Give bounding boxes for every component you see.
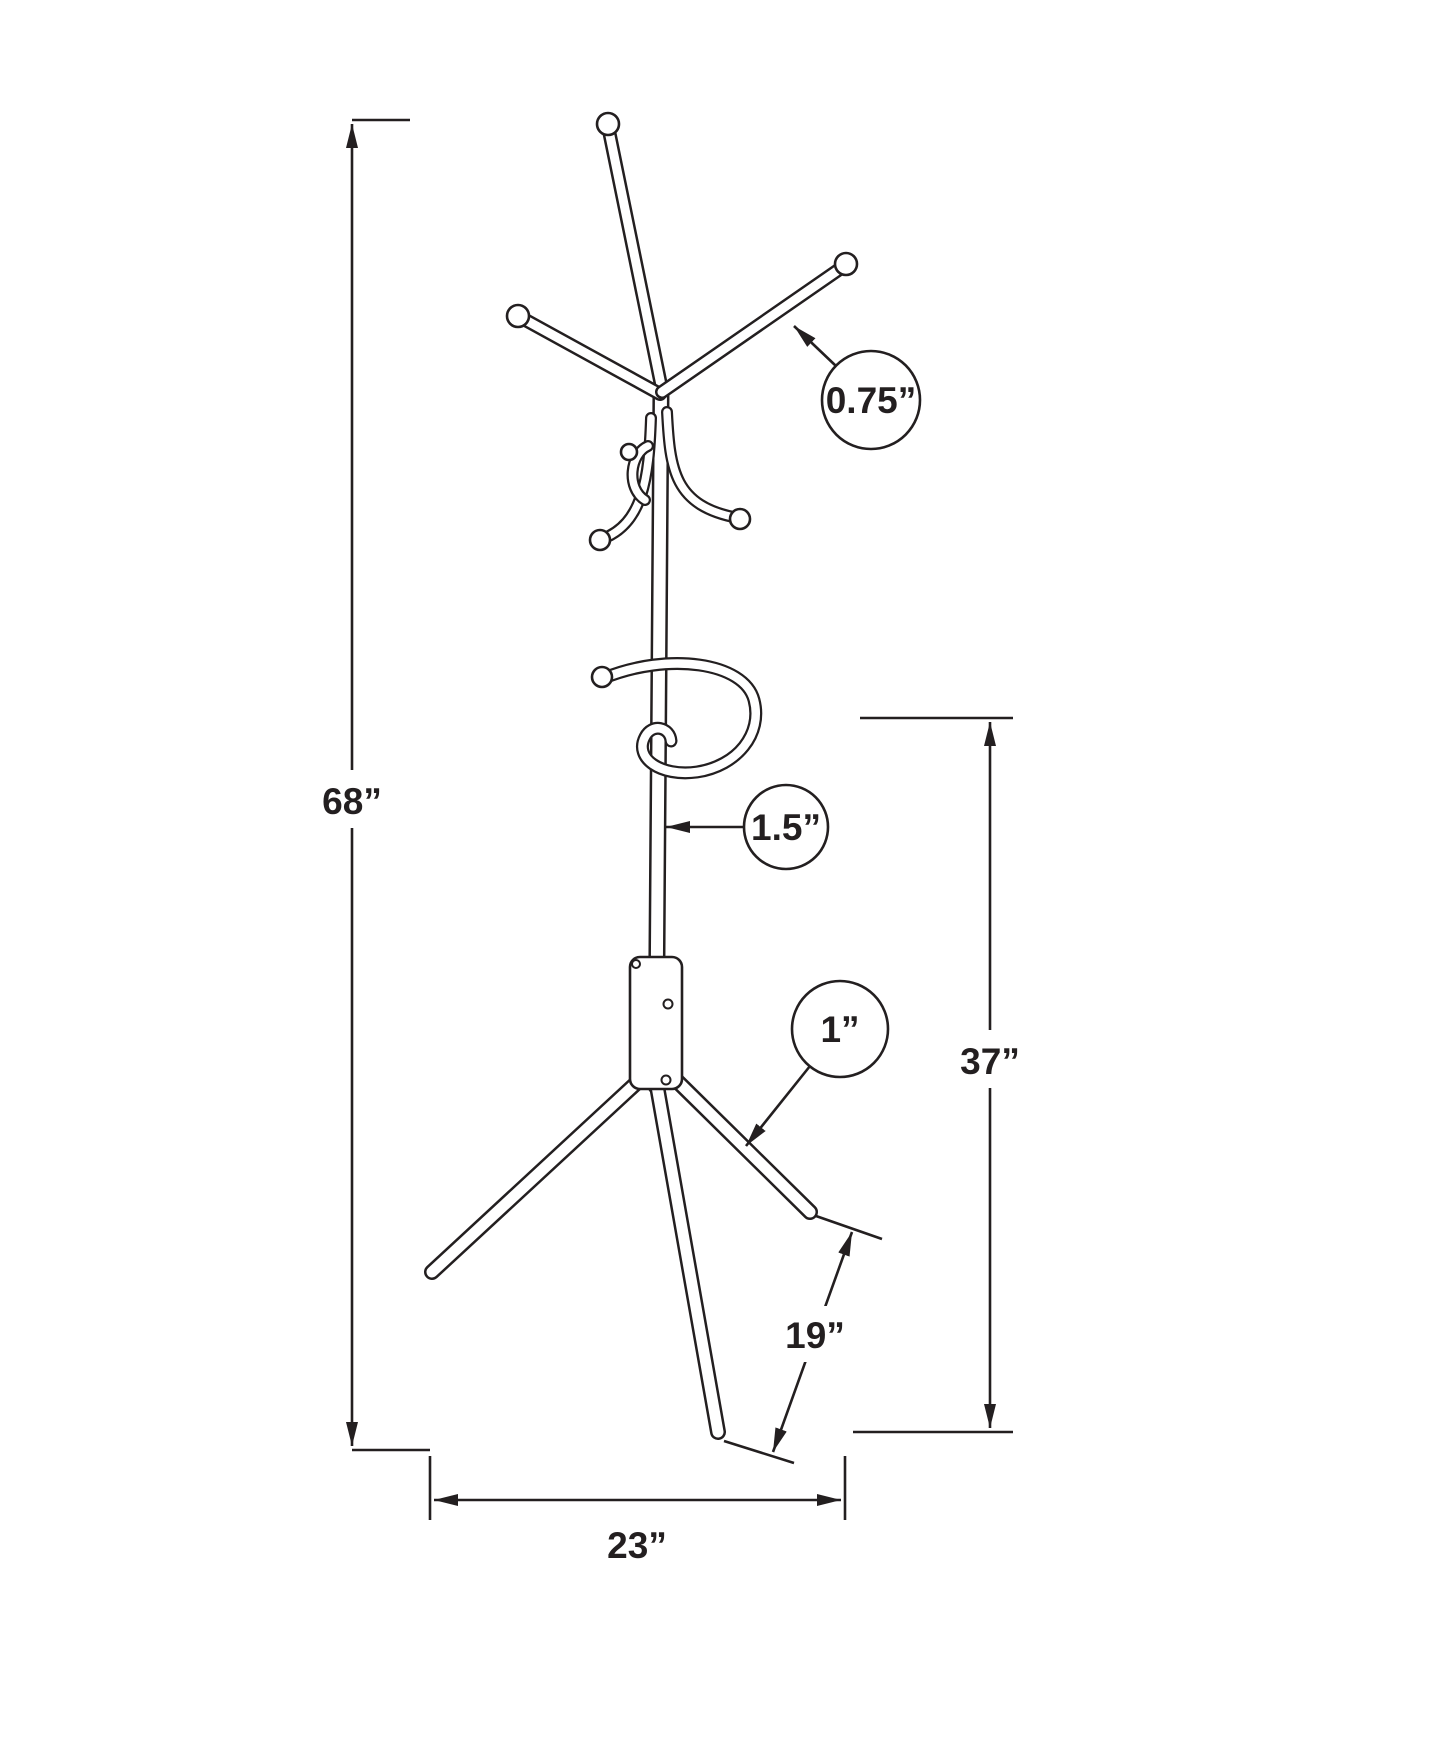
leg-left-inner (426, 1070, 650, 1278)
label-mask (950, 1030, 1030, 1088)
extension-line-upper (815, 1214, 883, 1241)
ball-umbrella-ring (590, 665, 614, 689)
label-mask (775, 1306, 855, 1362)
dim-label-base-width: 23” (607, 1525, 667, 1566)
ball-right-branch (833, 251, 859, 277)
callout-pole-diameter: 1.5” (666, 783, 830, 871)
ball-top-branch (595, 111, 621, 137)
sleeve-screw-mid (662, 998, 674, 1010)
mid-hook-left-inner (598, 414, 655, 543)
callout-circle (820, 349, 922, 451)
dim-overall-height: 68” (314, 118, 430, 1452)
dim-label-pole-height: 37” (960, 1041, 1020, 1082)
callout-circle (742, 783, 830, 871)
dim-leg-length: 19” (723, 1214, 883, 1465)
extension-line-lower (723, 1439, 795, 1465)
dim-base-width: 23” (428, 1456, 847, 1566)
umbrella-ring-inner (599, 659, 760, 778)
top-branch-left-inner (515, 312, 665, 399)
ball-stub-hook (619, 442, 639, 462)
callout-label-leg-diameter: 1” (820, 1009, 859, 1050)
callout-hook-diameter: 0.75” (793, 325, 922, 451)
callout-leg-diameter: 1” (744, 979, 890, 1147)
callout-label-hook-diameter: 0.75” (826, 380, 917, 421)
callout-circle (790, 979, 890, 1079)
sleeve-screw-top (631, 959, 641, 969)
dim-label-overall-height: 68” (322, 781, 382, 822)
dim-label-leg-length: 19” (785, 1315, 845, 1356)
ball-right-hook (728, 507, 752, 531)
callout-label-pole-diameter: 1.5” (751, 807, 821, 848)
leg-right-inner (668, 1072, 816, 1218)
leader-line (793, 325, 837, 367)
sleeve-screw-bottom (660, 1074, 672, 1086)
ball-left-branch (505, 303, 531, 329)
top-branch-right-inner (657, 261, 849, 397)
mid-hook-right-inner (663, 408, 742, 522)
label-mask (314, 770, 390, 828)
leg-front-inner (651, 1080, 724, 1438)
mid-hook-stub-inner (628, 442, 652, 504)
ball-left-hook (588, 528, 612, 552)
dim-pole-height: 37” (853, 716, 1030, 1434)
base-sleeve (628, 955, 684, 1091)
coat-rack-drawing (424, 111, 859, 1440)
leader-line (744, 1065, 812, 1147)
top-branch-tall-inner (603, 121, 667, 395)
